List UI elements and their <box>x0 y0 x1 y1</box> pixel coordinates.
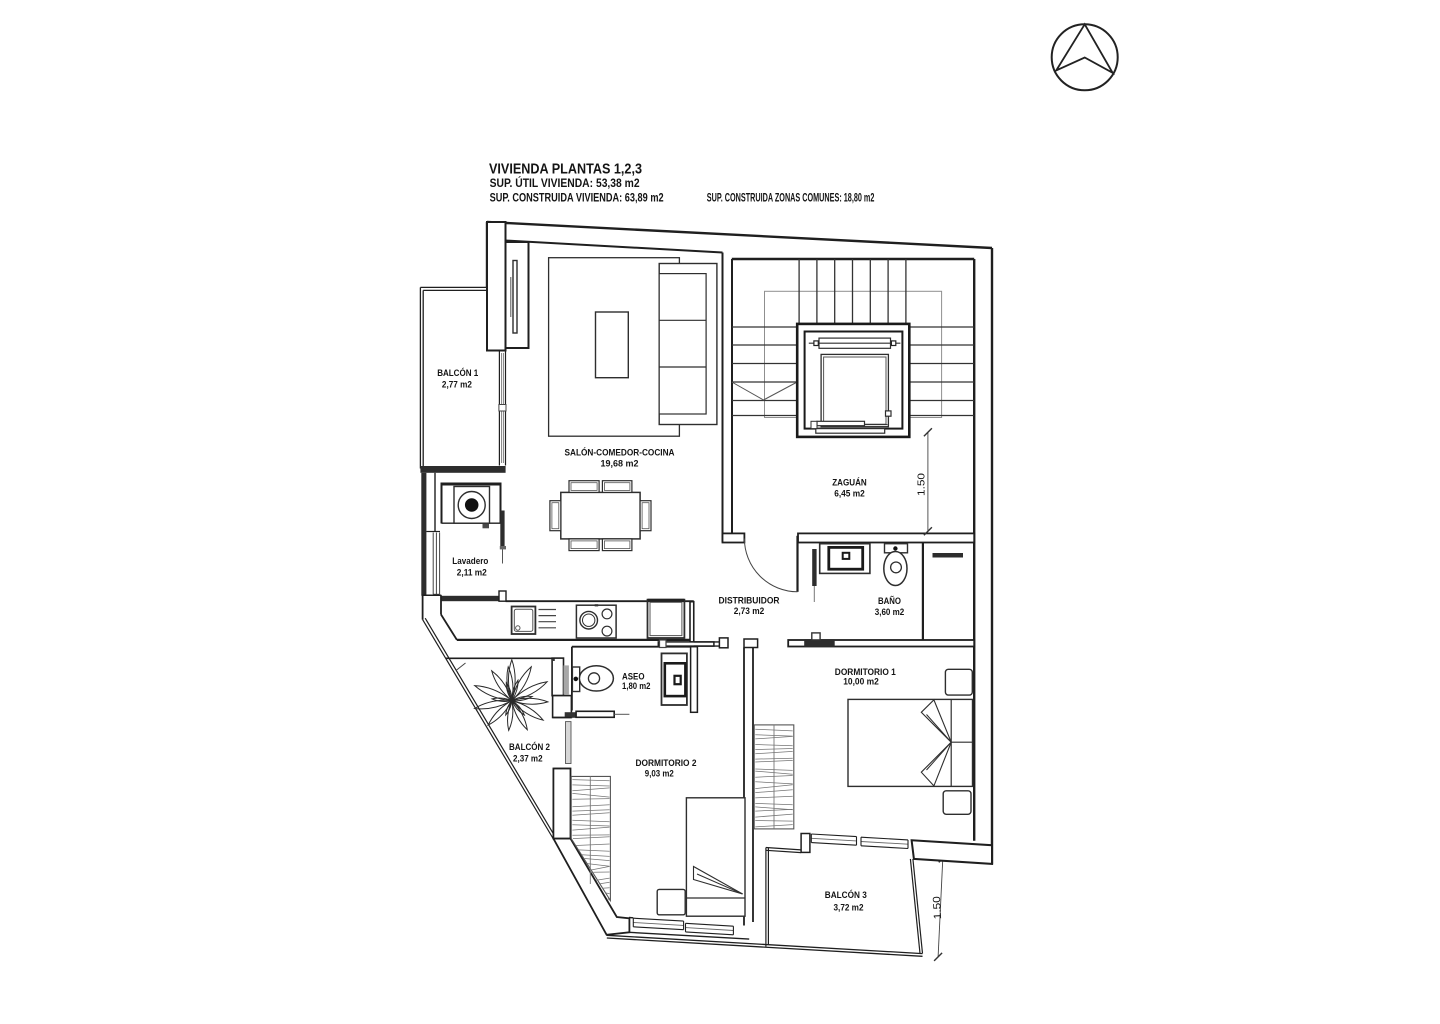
svg-text:10,00 m2: 10,00 m2 <box>843 677 879 687</box>
svg-text:DISTRIBUIDOR: DISTRIBUIDOR <box>719 596 780 606</box>
svg-text:BALCÓN 1: BALCÓN 1 <box>437 367 478 378</box>
svg-text:6,45 m2: 6,45 m2 <box>834 489 865 499</box>
svg-text:2,37 m2: 2,37 m2 <box>513 753 543 763</box>
svg-text:9,03 m2: 9,03 m2 <box>645 768 674 778</box>
svg-text:3,60 m2: 3,60 m2 <box>875 607 905 617</box>
svg-text:ASEO: ASEO <box>622 671 645 681</box>
svg-text:2,73 m2: 2,73 m2 <box>734 606 765 616</box>
svg-text:BAÑO: BAÑO <box>878 596 901 606</box>
svg-text:ZAGUÁN: ZAGUÁN <box>832 477 867 488</box>
svg-text:1.50: 1.50 <box>931 896 944 920</box>
svg-text:SUP. CONSTRUIDA VIVIENDA: 63,8: SUP. CONSTRUIDA VIVIENDA: 63,89 m2 <box>490 192 664 204</box>
svg-text:2,11 m2: 2,11 m2 <box>457 567 487 577</box>
svg-text:DORMITORIO 2: DORMITORIO 2 <box>636 758 697 768</box>
svg-text:SUP. ÚTIL VIVIENDA: 53,38 m2: SUP. ÚTIL VIVIENDA: 53,38 m2 <box>490 177 640 190</box>
svg-text:1,80 m2: 1,80 m2 <box>622 681 651 691</box>
svg-text:DORMITORIO 1: DORMITORIO 1 <box>835 667 896 677</box>
svg-text:VIVIENDA PLANTAS 1,2,3: VIVIENDA PLANTAS 1,2,3 <box>489 161 642 178</box>
svg-text:Lavadero: Lavadero <box>452 556 488 566</box>
svg-text:BALCÓN 2: BALCÓN 2 <box>509 741 550 752</box>
svg-text:SALÓN-COMEDOR-COCINA: SALÓN-COMEDOR-COCINA <box>565 447 675 458</box>
svg-text:3,72 m2: 3,72 m2 <box>834 902 864 912</box>
svg-text:19,68 m2: 19,68 m2 <box>601 459 639 469</box>
svg-text:1.50: 1.50 <box>916 473 928 496</box>
svg-text:SUP. CONSTRUIDA ZONAS COMUNES:: SUP. CONSTRUIDA ZONAS COMUNES: 18,80 m2 <box>707 192 875 204</box>
svg-text:2,77 m2: 2,77 m2 <box>442 379 472 389</box>
svg-text:BALCÓN 3: BALCÓN 3 <box>825 889 867 900</box>
